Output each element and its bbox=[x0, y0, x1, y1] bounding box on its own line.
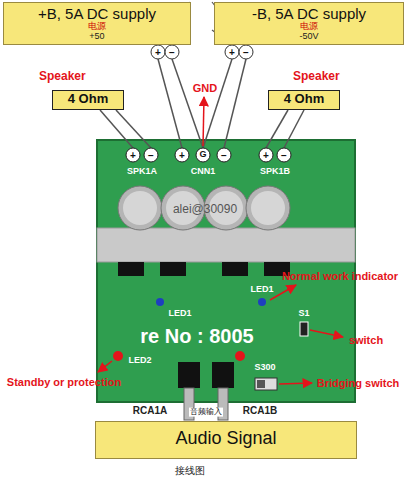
input-label: 音频输入 bbox=[189, 408, 223, 417]
callout-label: Normal work indicator bbox=[282, 270, 398, 282]
speaker-wire bbox=[116, 110, 151, 148]
terminal-sign: − bbox=[169, 47, 175, 58]
board-terminal bbox=[144, 148, 158, 162]
red-led bbox=[113, 351, 123, 361]
heatsink bbox=[97, 228, 355, 262]
supply-note: 电源 bbox=[88, 22, 106, 32]
switch-name: S1 bbox=[298, 309, 309, 319]
capacitor bbox=[246, 186, 290, 230]
board-terminal bbox=[259, 148, 273, 162]
connector-name: SPK1A bbox=[127, 167, 157, 177]
ic-chip bbox=[118, 262, 144, 276]
ic-chip bbox=[160, 262, 186, 276]
terminal-sign: − bbox=[281, 150, 287, 161]
audio-signal-box: Audio Signal bbox=[95, 421, 357, 459]
power-wire bbox=[224, 59, 246, 148]
blue-led bbox=[156, 298, 164, 306]
board-terminal bbox=[196, 148, 210, 162]
terminal-sign: − bbox=[243, 47, 249, 58]
terminal-sign: + bbox=[130, 150, 136, 161]
speaker-impedance: 4 Ohm bbox=[68, 92, 108, 107]
jack-name: RCA1B bbox=[243, 405, 277, 416]
supply-voltage: -50V bbox=[299, 32, 318, 42]
connector-name: SPK1B bbox=[260, 167, 290, 177]
switch-name: S300 bbox=[254, 363, 275, 373]
terminal-sign: G bbox=[199, 150, 206, 160]
connector-name: CNN1 bbox=[191, 167, 216, 177]
ic-chip bbox=[222, 262, 248, 276]
switch-knob bbox=[257, 380, 265, 388]
capacitor-top bbox=[123, 191, 157, 225]
rca-jack bbox=[212, 362, 234, 388]
callout-label: Bridging switch bbox=[317, 377, 400, 389]
supply-voltage: +50 bbox=[89, 32, 104, 42]
supply-terminal bbox=[239, 45, 253, 59]
speaker-box: Speaker4 Ohm bbox=[52, 90, 124, 110]
board-terminal bbox=[217, 148, 231, 162]
power-supply-box: +B, 5A DC supply电源+50 bbox=[3, 2, 191, 45]
callout-label: Standby or protection bbox=[7, 376, 121, 388]
terminal-sign: + bbox=[263, 150, 269, 161]
supply-title: +B, 5A DC supply bbox=[38, 5, 156, 22]
supply-note: 电源 bbox=[300, 22, 318, 32]
figure-caption: 接线图 bbox=[175, 465, 205, 476]
led-name: LED1 bbox=[168, 309, 191, 319]
terminal-sign: + bbox=[179, 150, 185, 161]
watermark: alei@30090 bbox=[173, 203, 237, 216]
supply-terminal bbox=[165, 45, 179, 59]
callout-arrow bbox=[98, 361, 112, 372]
speaker-heading: Speaker bbox=[39, 70, 86, 84]
ground-label: GND bbox=[193, 82, 217, 94]
jack-name: RCA1A bbox=[133, 405, 167, 416]
s1-switch bbox=[300, 322, 308, 336]
supply-title: -B, 5A DC supply bbox=[252, 5, 366, 22]
callout-arrow bbox=[310, 330, 343, 337]
watermark: re No : 8005 bbox=[140, 325, 253, 347]
supply-terminal bbox=[151, 45, 165, 59]
speaker-wire bbox=[266, 110, 288, 148]
callout-label: switch bbox=[349, 334, 383, 346]
terminal-sign: − bbox=[148, 150, 154, 161]
supply-terminal bbox=[225, 45, 239, 59]
led-name: LED2 bbox=[128, 356, 151, 366]
terminal-sign: + bbox=[229, 47, 235, 58]
bridging-switch bbox=[255, 378, 277, 390]
power-wire bbox=[158, 59, 182, 148]
terminal-sign: − bbox=[221, 150, 227, 161]
callout-arrow bbox=[279, 383, 312, 384]
speaker-heading: Speaker bbox=[293, 70, 340, 84]
red-led bbox=[235, 351, 245, 361]
terminal-sign: + bbox=[155, 47, 161, 58]
callout-arrow bbox=[270, 285, 296, 300]
board-terminal bbox=[277, 148, 291, 162]
speaker-wire bbox=[284, 110, 304, 148]
board-terminal bbox=[175, 148, 189, 162]
led-name: LED1 bbox=[250, 285, 273, 295]
speaker-box: Speaker4 Ohm bbox=[268, 90, 340, 110]
power-supply-box: -B, 5A DC supply电源-50V bbox=[214, 2, 404, 45]
blue-led bbox=[258, 298, 266, 306]
capacitor bbox=[118, 186, 162, 230]
capacitor-top bbox=[251, 191, 285, 225]
rca-jack bbox=[178, 362, 200, 388]
speaker-impedance: 4 Ohm bbox=[284, 92, 324, 107]
audio-signal-text: Audio Signal bbox=[175, 428, 276, 449]
speaker-wire bbox=[100, 110, 133, 148]
power-wire bbox=[172, 59, 203, 148]
board-terminal bbox=[126, 148, 140, 162]
callout-arrow bbox=[203, 97, 204, 146]
